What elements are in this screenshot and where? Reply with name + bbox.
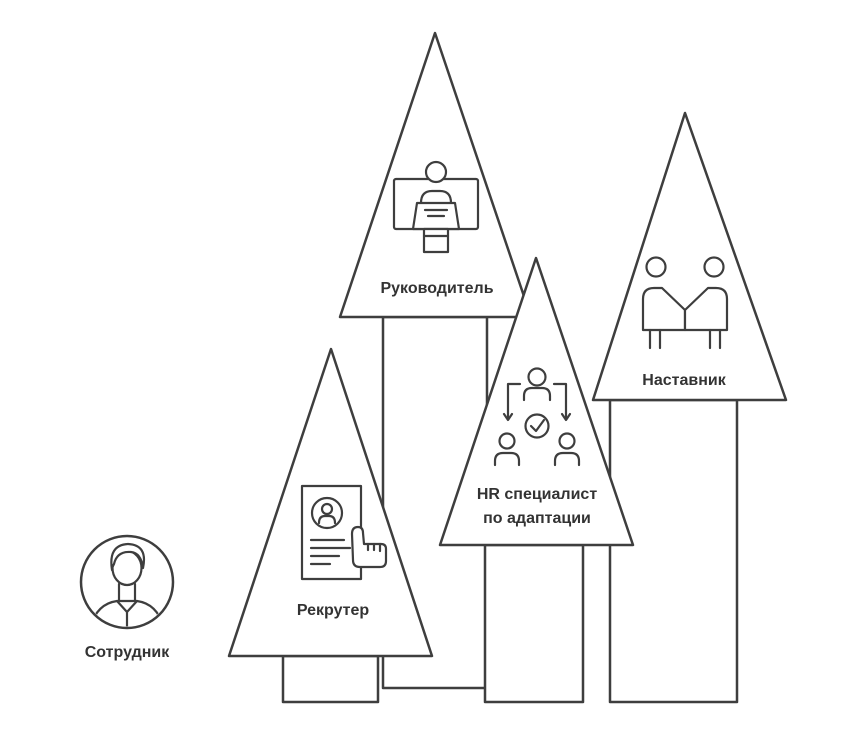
- role-hr-adaptation: HR специалист по адаптации: [438, 256, 635, 704]
- handshake-partners-icon: [641, 256, 729, 350]
- mentor-triangle: [591, 111, 788, 402]
- delegation-check-icon: [493, 367, 581, 467]
- hr-label-line1: HR специалист: [477, 486, 597, 503]
- role-mentor: Наставник: [591, 111, 788, 704]
- presenter-podium-icon: [392, 160, 480, 254]
- employee-label: Сотрудник: [85, 644, 170, 661]
- recruiter-arrow-shaft: [281, 654, 380, 704]
- resume-select-icon: [300, 484, 388, 581]
- leader-label: Руководитель: [380, 280, 493, 297]
- hr-arrow-shaft: [483, 543, 585, 704]
- hr-label-line2: по адаптации: [483, 510, 591, 527]
- mentor-arrow-shaft: [608, 398, 739, 704]
- employee: Сотрудник: [79, 534, 175, 661]
- hr-triangle: [438, 256, 635, 547]
- role-recruiter: Рекрутер: [227, 347, 434, 704]
- mentor-label: Наставник: [642, 372, 726, 389]
- recruiter-label: Рекрутер: [297, 602, 370, 619]
